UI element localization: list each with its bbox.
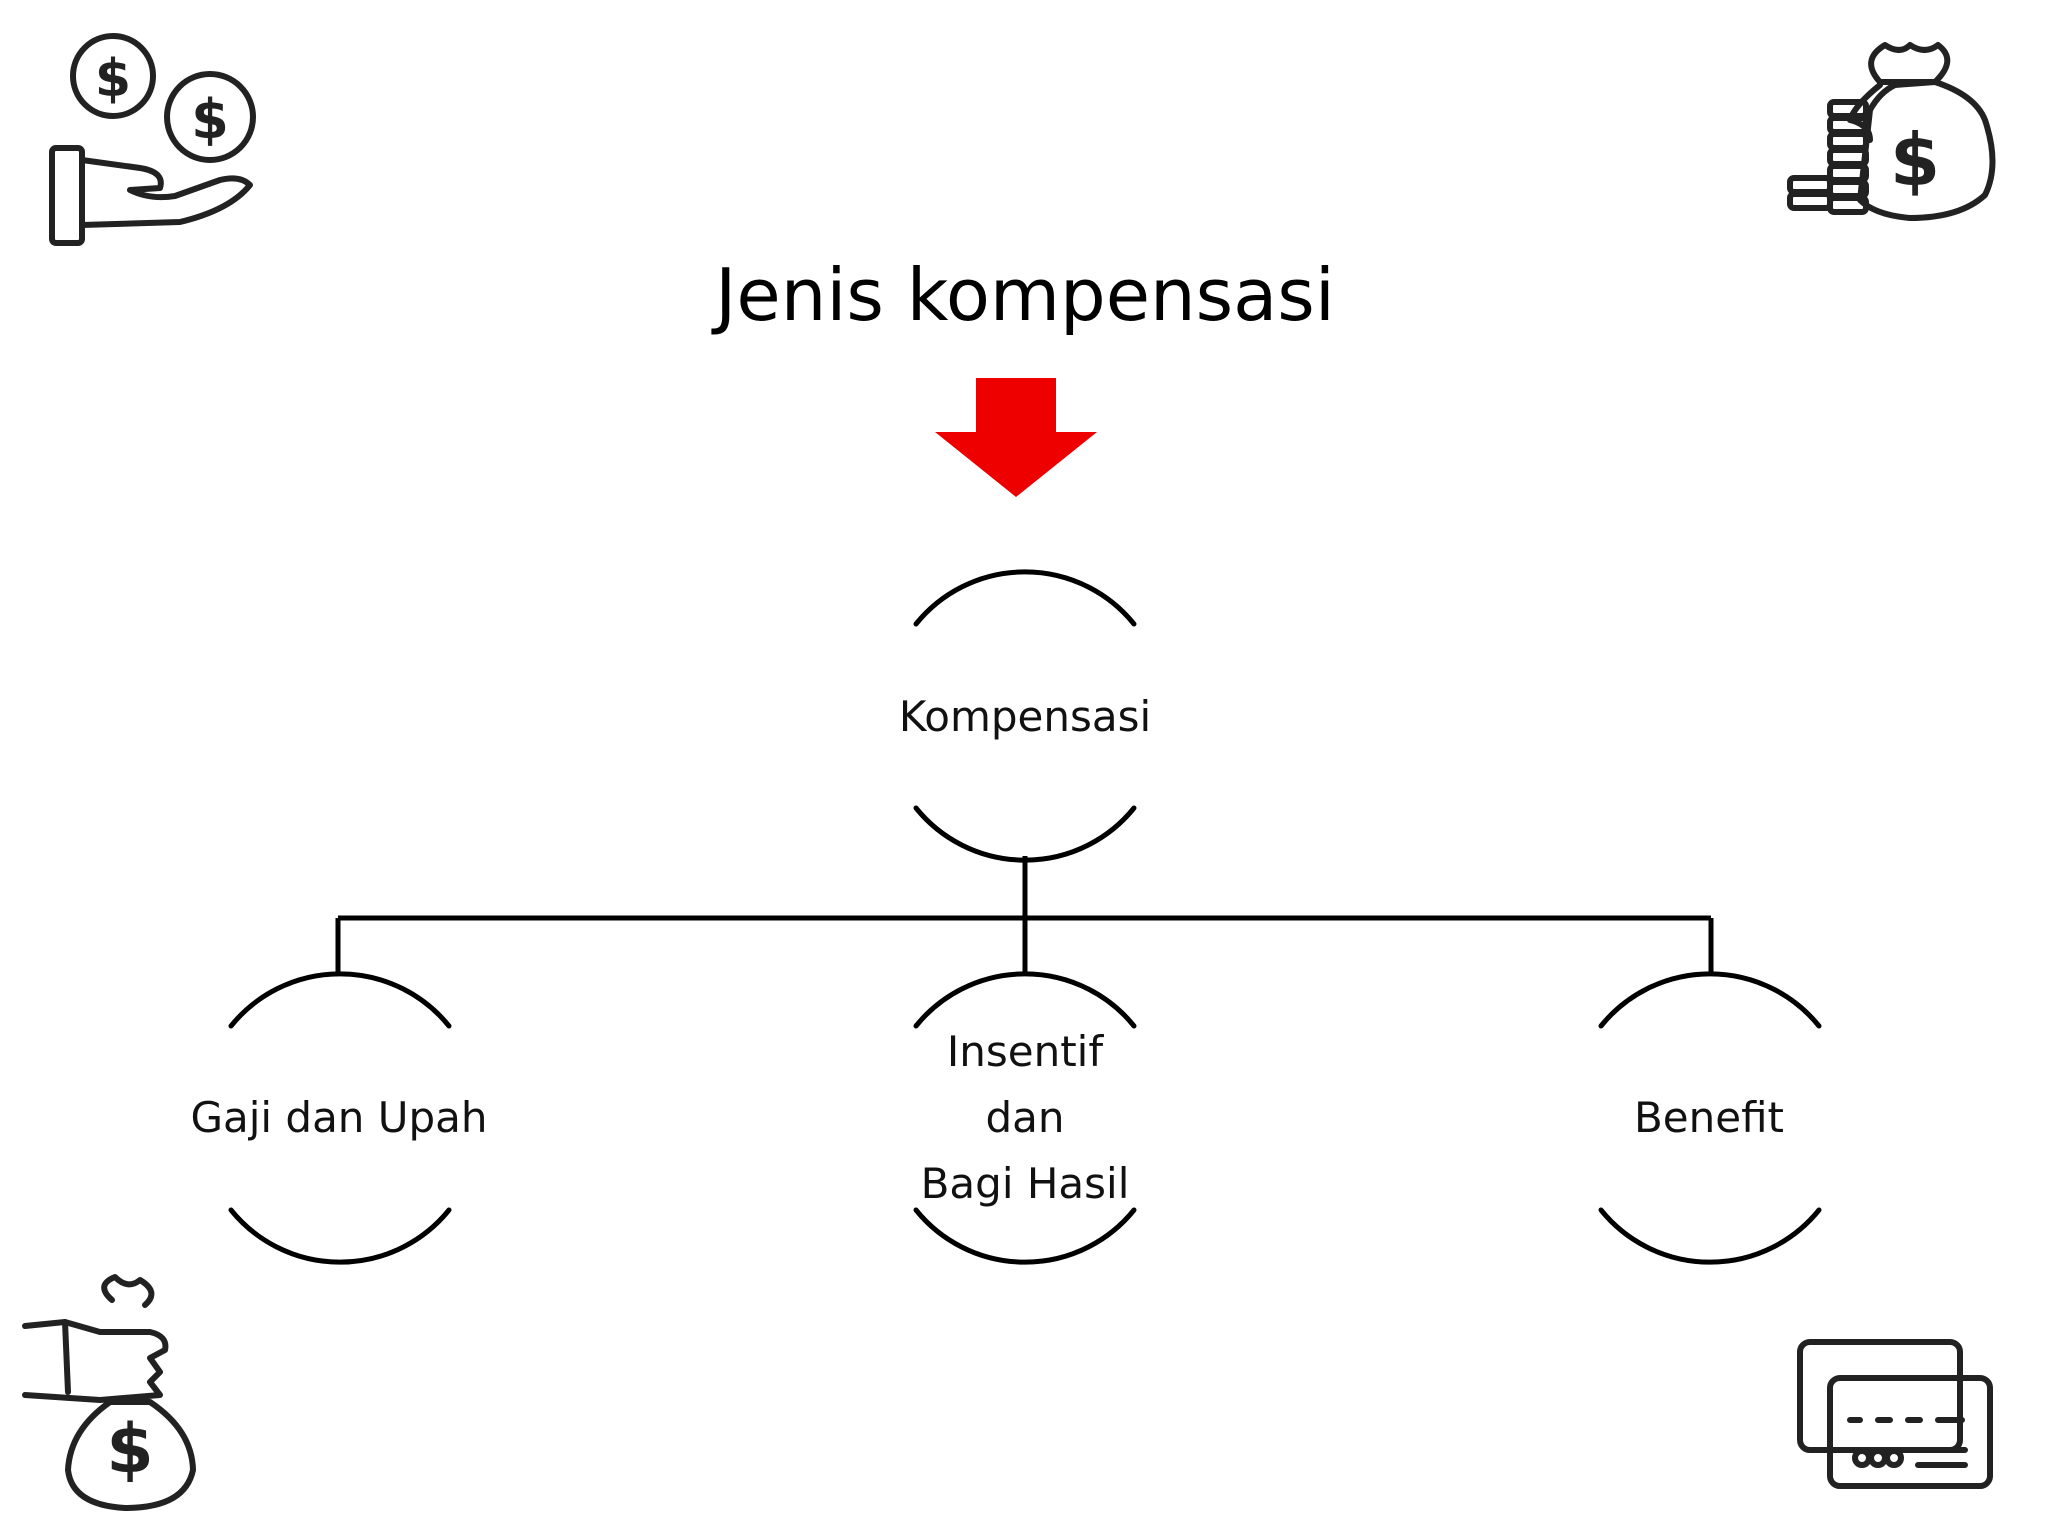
root-node: Kompensasi [899,569,1151,863]
child-node-label-line-1: Insentif [947,1027,1104,1076]
root-node-top-arc [913,569,1137,627]
connector-lines [335,856,1714,976]
child-node-label-line-2: dan [985,1093,1064,1142]
root-node-bottom-arc [913,805,1137,863]
child-node-gaji-dan-upah: Gaji dan Upah [190,971,488,1265]
child-node-benefit: Benefit [1598,971,1822,1265]
down-arrow [935,378,1097,497]
svg-text:$: $ [95,49,131,109]
hand-coins-icon: $ $ [49,33,256,246]
credit-cards-icon [1797,1339,1993,1489]
page-title: Jenis kompensasi [711,253,1335,337]
svg-text:$: $ [191,88,229,151]
hand-money-bag-icon: $ [22,1274,196,1511]
svg-text:$: $ [1890,118,1940,202]
svg-text:$: $ [106,1410,153,1489]
child-node-label-line-3: Bagi Hasil [921,1159,1130,1208]
child-node-label: Benefit [1634,1093,1784,1142]
money-bag-coins-icon: $ [1787,42,1996,221]
child-node-insentif-bagi-hasil: Insentif dan Bagi Hasil [913,971,1137,1265]
child-node-label: Gaji dan Upah [190,1093,487,1142]
root-node-label: Kompensasi [899,692,1151,741]
